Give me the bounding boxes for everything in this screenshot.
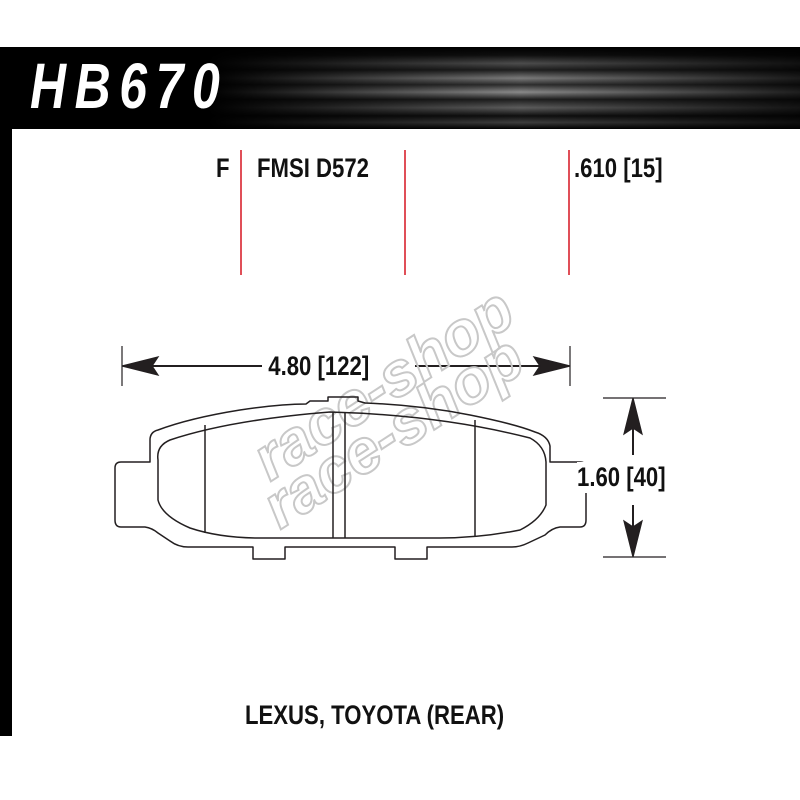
height-dimension (603, 397, 666, 558)
application-label: LEXUS, TOYOTA (REAR) (245, 700, 505, 730)
part-number-title: HB670 (30, 50, 229, 122)
arrow-up-icon (623, 397, 643, 436)
width-dimension (121, 346, 571, 386)
header-banner: HB670 (0, 47, 800, 129)
fmsi-label: FMSI D572 (257, 153, 369, 183)
thickness-label: .610 [15] (574, 153, 663, 183)
arrow-right-icon (532, 356, 571, 376)
header-streaks (0, 47, 800, 129)
arrow-left-icon (121, 356, 160, 376)
watermark: race-shop race-shop (239, 273, 537, 542)
height-label: 1.60 [40] (577, 462, 666, 493)
marker-lines (240, 150, 570, 275)
left-border-bar (0, 128, 12, 736)
position-label: F (216, 153, 230, 183)
width-label: 4.80 [122] (265, 351, 373, 382)
arrow-down-icon (623, 519, 643, 558)
